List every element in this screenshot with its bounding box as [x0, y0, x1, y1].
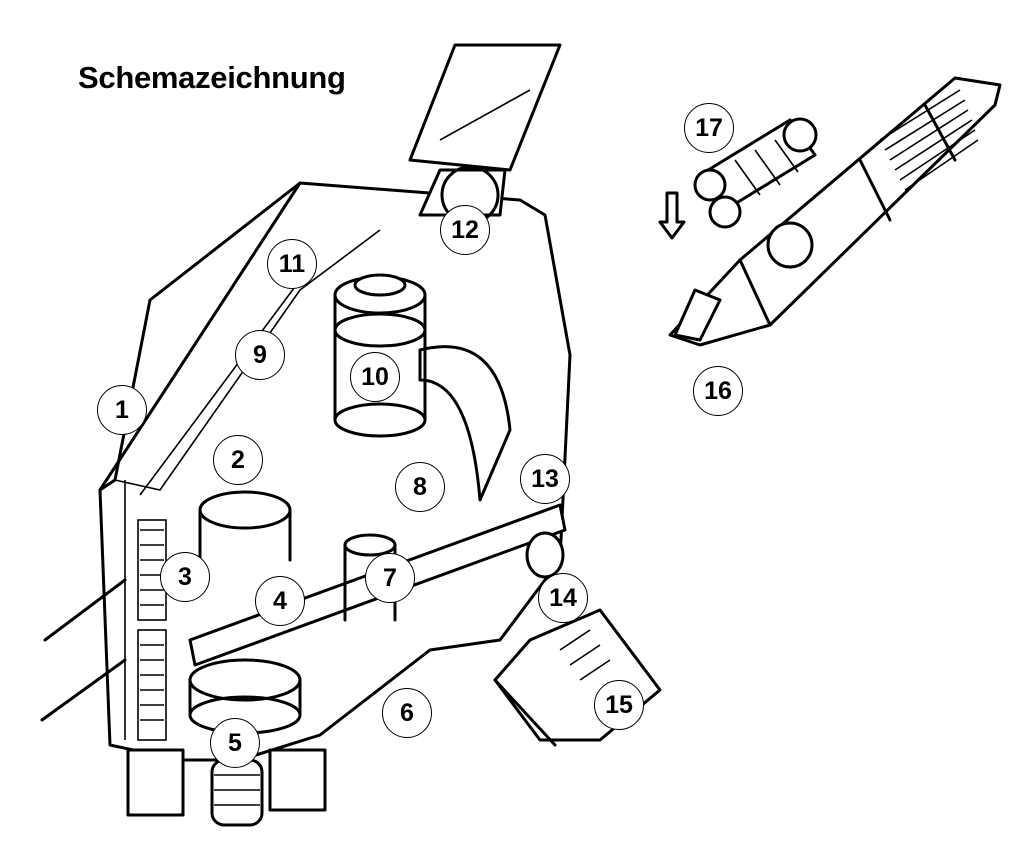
callout-17: 17 — [684, 103, 734, 153]
callout-4: 4 — [255, 576, 305, 626]
callout-9: 9 — [235, 330, 285, 380]
cassette-cylinder — [668, 76, 1002, 347]
upper-mast — [408, 43, 562, 225]
callout-6: 6 — [382, 688, 432, 738]
callout-14: 14 — [538, 573, 588, 623]
callout-5: 5 — [210, 718, 260, 768]
callout-11: 11 — [267, 239, 317, 289]
callout-1: 1 — [97, 385, 147, 435]
callout-15: 15 — [594, 680, 644, 730]
callout-12: 12 — [440, 205, 490, 255]
insertion-arrow-icon — [658, 191, 686, 240]
roller-assembly — [693, 117, 818, 229]
page-title: Schemazeichnung — [78, 60, 346, 95]
lower-boom — [493, 608, 662, 747]
callout-8: 8 — [395, 462, 445, 512]
callout-13: 13 — [520, 454, 570, 504]
callout-10: 10 — [350, 352, 400, 402]
callout-16: 16 — [693, 366, 743, 416]
callout-3: 3 — [160, 552, 210, 602]
callout-2: 2 — [213, 435, 263, 485]
callout-7: 7 — [365, 553, 415, 603]
